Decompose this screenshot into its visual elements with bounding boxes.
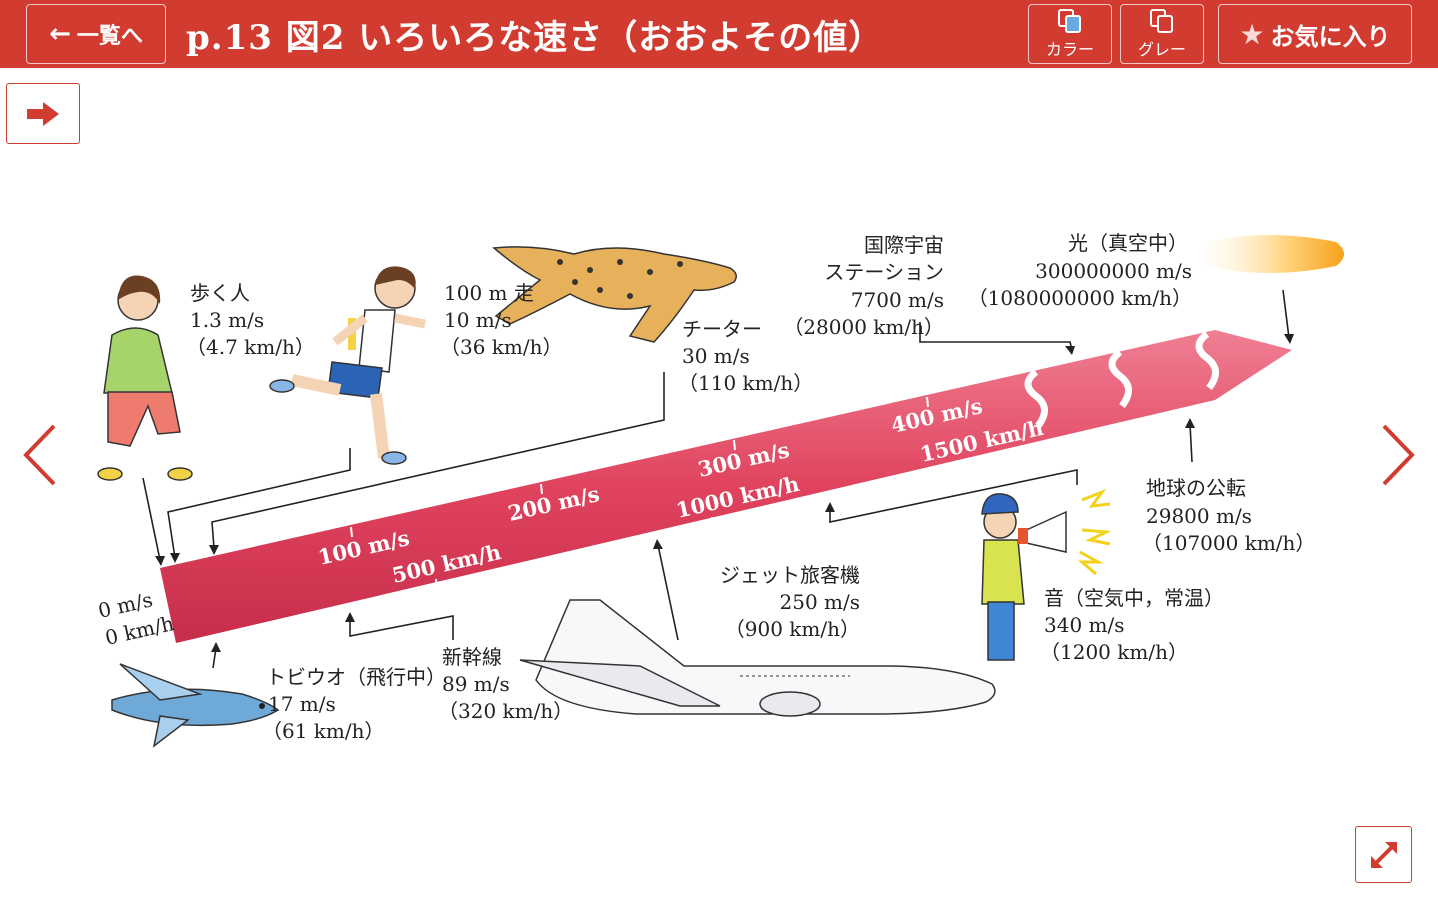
favorite-button[interactable]: ★ お気に入り [1218, 4, 1412, 64]
flyingfish-name: トビウオ（飛行中） [266, 665, 446, 689]
flyingfish-label: トビウオ（飛行中） 17 m/s （61 km/h） [262, 665, 446, 743]
next-arrow-icon [27, 101, 59, 126]
gray-copy-icon [1150, 9, 1173, 33]
origin-label: 0 m/s 0 km/h [96, 587, 176, 650]
shinkansen-ms: 89 m/s [442, 672, 510, 696]
cheetah-ms: 30 m/s [682, 344, 750, 368]
light-illustration [1204, 235, 1344, 273]
sound-name: 音（空気中，常温） [1044, 586, 1224, 610]
favorite-label: お気に入り [1270, 22, 1391, 51]
walker-ms: 1.3 m/s [190, 308, 264, 332]
jet-illustration [519, 599, 996, 717]
station-ms: 7700 m/s [851, 288, 944, 312]
earth-label: 地球の公転 29800 m/s （107000 km/h） [1142, 476, 1315, 555]
light-kmh: （1080000000 km/h） [968, 286, 1192, 310]
walker-kmh: （4.7 km/h） [186, 335, 315, 359]
chevron-right-icon[interactable] [1378, 420, 1418, 490]
light-label: 光（真空中） 300000000 m/s （1080000000 km/h） [968, 231, 1192, 310]
cheetah-label: チーター 30 m/s （110 km/h） [678, 317, 813, 395]
light-name: 光（真空中） [1068, 231, 1188, 255]
chevron-left-icon[interactable] [20, 420, 60, 490]
back-arrow-icon: ← [49, 19, 71, 49]
jet-label: ジェット旅客機 250 m/s （900 km/h） [720, 563, 860, 641]
color-button[interactable]: カラー [1028, 4, 1112, 64]
header-bar: ← 一覧へ p.13 図2 いろいろな速さ（おおよその値） カラー グレー ★ … [0, 0, 1438, 68]
sound-ms: 340 m/s [1044, 613, 1125, 637]
leader-arrowheads [155, 334, 1294, 652]
star-icon: ★ [1239, 17, 1265, 51]
light-ms: 300000000 m/s [1035, 259, 1192, 283]
back-to-list-button[interactable]: ← 一覧へ [26, 4, 166, 64]
sound-label: 音（空気中，常温） 340 m/s （1200 km/h） [1040, 586, 1224, 664]
next-page-button[interactable] [6, 83, 80, 144]
shinkansen-label: 新幹線 89 m/s （320 km/h） [438, 645, 573, 723]
runner-ms: 10 m/s [444, 308, 512, 332]
earth-ms: 29800 m/s [1146, 504, 1252, 528]
flyingfish-ms: 17 m/s [268, 692, 336, 716]
flying-fish-illustration [111, 663, 280, 748]
cheetah-kmh: （110 km/h） [678, 371, 813, 395]
runner-label: 100 m 走 10 m/s （36 km/h） [440, 281, 563, 359]
gray-label: グレー [1137, 40, 1186, 59]
color-label: カラー [1045, 40, 1094, 59]
shinkansen-kmh: （320 km/h） [438, 699, 573, 723]
runner-name: 100 m 走 [444, 281, 534, 305]
earth-name: 地球の公転 [1146, 476, 1246, 500]
jet-name: ジェット旅客機 [720, 563, 860, 587]
jet-ms: 250 m/s [780, 590, 861, 614]
walker-name: 歩く人 [190, 281, 250, 305]
flyingfish-kmh: （61 km/h） [262, 719, 385, 743]
station-name-2: ステーション [824, 260, 944, 284]
megaphone-person-illustration [981, 488, 1112, 661]
shinkansen-name: 新幹線 [442, 645, 502, 669]
expand-button[interactable] [1355, 826, 1412, 883]
cheetah-illustration [492, 246, 737, 343]
cheetah-name: チーター [682, 317, 762, 341]
station-label: 国際宇宙 ステーション 7700 m/s （28000 km/h） [783, 233, 944, 339]
page-title: p.13 図2 いろいろな速さ（おおよその値） [186, 18, 884, 58]
runner-illustration [269, 266, 426, 465]
walker-label: 歩く人 1.3 m/s （4.7 km/h） [186, 281, 315, 359]
earth-kmh: （107000 km/h） [1142, 531, 1315, 555]
station-kmh: （28000 km/h） [783, 315, 944, 339]
color-copy-icon [1058, 9, 1081, 33]
gray-button[interactable]: グレー [1120, 4, 1204, 64]
jet-kmh: （900 km/h） [725, 617, 860, 641]
expand-icon [1370, 841, 1397, 868]
station-name-1: 国際宇宙 [864, 233, 944, 257]
walking-person-illustration [97, 275, 193, 481]
back-label: 一覧へ [76, 24, 143, 49]
runner-kmh: （36 km/h） [440, 335, 563, 359]
sound-kmh: （1200 km/h） [1040, 640, 1188, 664]
